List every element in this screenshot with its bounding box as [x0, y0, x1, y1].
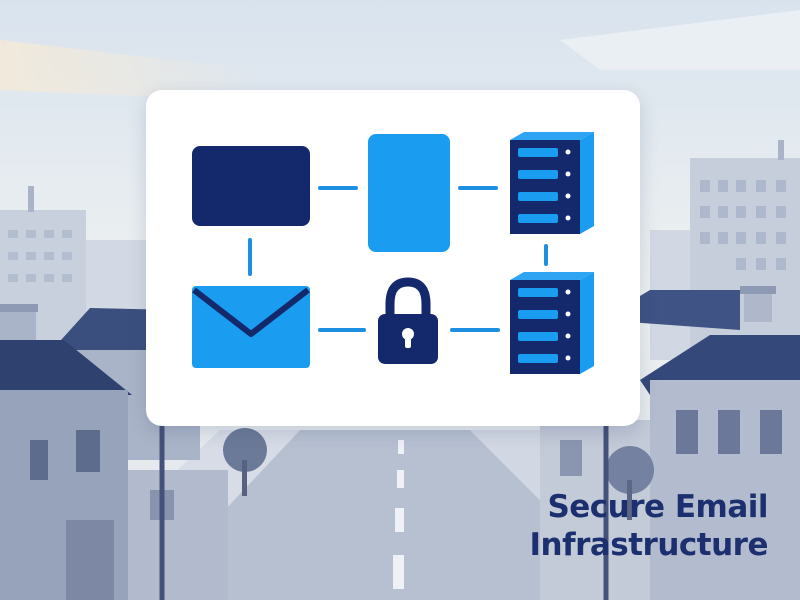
houses-right — [540, 286, 800, 600]
headline-line-1: Secure Email — [547, 489, 768, 525]
infrastructure-diagram-card — [146, 90, 640, 426]
server-icon — [510, 132, 594, 234]
padlock-icon — [378, 277, 438, 364]
server-icon — [510, 272, 594, 374]
houses-left — [0, 304, 267, 600]
envelope-icon — [192, 286, 310, 368]
diagram-connectors — [248, 186, 548, 332]
headline: Secure Email Infrastructure — [498, 488, 768, 564]
monitor-icon — [192, 146, 310, 226]
device-icon — [368, 134, 450, 252]
headline-line-2: Infrastructure — [529, 527, 768, 563]
infrastructure-diagram — [192, 132, 594, 374]
